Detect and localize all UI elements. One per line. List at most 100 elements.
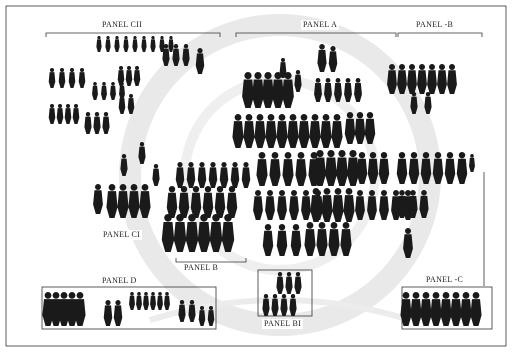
bracket-panel-neg-b (398, 33, 482, 37)
human-figure-silhouette (143, 292, 149, 310)
human-figure-silhouette (105, 36, 110, 52)
human-figure-silhouette (407, 64, 417, 94)
human-figure-silhouette (96, 36, 101, 52)
human-figure-silhouette (325, 150, 337, 186)
human-figure-silhouette (294, 70, 301, 92)
human-figure-silhouette (164, 292, 170, 310)
human-figure-silhouette (445, 152, 455, 184)
human-figure-silhouette (410, 292, 421, 326)
human-figure-silhouette (162, 214, 174, 252)
human-figure-silhouette (59, 68, 66, 88)
human-figure-silhouette (263, 224, 273, 256)
human-figure-silhouette (347, 150, 359, 186)
human-figure-silhouette (424, 92, 431, 114)
human-figure-silhouette (203, 186, 213, 218)
human-figure-silhouette (129, 292, 135, 310)
human-figure-silhouette (460, 292, 471, 326)
human-figure-silhouette (74, 292, 85, 326)
human-figure-silhouette (276, 272, 283, 294)
human-figure-silhouette (427, 64, 437, 94)
human-figure-silhouette (136, 292, 142, 310)
human-figure-silhouette (379, 152, 389, 184)
human-figure-silhouette (114, 300, 123, 326)
human-figure-silhouette (227, 186, 237, 218)
human-figure-silhouette (336, 150, 348, 186)
human-figure-silhouette (447, 64, 457, 94)
human-figure-silhouette (114, 36, 119, 52)
human-figure-silhouette (222, 214, 234, 252)
human-figure-silhouette (324, 78, 332, 102)
label-panel-cii: PANEL CII (100, 20, 144, 30)
human-figure-silhouette (168, 36, 173, 52)
human-figure-silhouette (132, 36, 137, 52)
human-figure-silhouette (420, 292, 431, 326)
human-figure-silhouette (332, 188, 343, 222)
human-figure-silhouette (256, 152, 267, 186)
human-figure-silhouette (340, 222, 351, 256)
human-figure-silhouette (49, 68, 56, 88)
human-figure-silhouette (57, 104, 64, 124)
human-figure-silhouette (329, 46, 338, 72)
human-figure-silhouette (73, 104, 80, 124)
human-figure-silhouette (209, 162, 218, 188)
human-figure-silhouette (331, 114, 342, 148)
human-figure-silhouette (106, 184, 117, 218)
human-figure-silhouette (344, 78, 352, 102)
human-figure-silhouette (167, 186, 177, 218)
human-figure-silhouette (354, 78, 362, 102)
human-figure-silhouette (285, 272, 292, 294)
human-figure-silhouette (210, 214, 222, 252)
human-figure-silhouette (191, 186, 201, 218)
human-figure-silhouette (174, 214, 186, 252)
human-figure-silhouette (49, 104, 56, 124)
human-figure-silhouette (110, 82, 116, 100)
label-panel-a: PANEL A (301, 20, 339, 30)
human-figure-silhouette (355, 190, 365, 220)
human-figure-silhouette (291, 224, 301, 256)
human-figure-silhouette (417, 64, 427, 94)
human-figure-silhouette (92, 82, 98, 100)
human-figure-silhouette (128, 94, 135, 114)
human-figure-silhouette (93, 112, 100, 134)
human-figure-silhouette (84, 112, 91, 134)
bracket-panel-cii (46, 33, 220, 37)
human-figure-silhouette (397, 152, 407, 184)
human-figure-silhouette (150, 36, 155, 52)
human-figure-silhouette (102, 112, 109, 134)
human-figure-silhouette (277, 190, 287, 220)
human-figure-silhouette (242, 72, 254, 108)
label-panel-b: PANEL B (182, 263, 220, 273)
human-figure-silhouette (295, 152, 306, 186)
human-figure-silhouette (357, 152, 367, 184)
human-figure-silhouette (232, 114, 243, 148)
human-figure-silhouette (470, 292, 481, 326)
human-figure-silhouette (437, 64, 447, 94)
human-figure-silhouette (430, 292, 441, 326)
human-figure-silhouette (457, 152, 467, 184)
human-figure-silhouette (294, 272, 301, 294)
label-panel-bi: PANEL BI (262, 319, 303, 329)
human-figure-silhouette (265, 190, 275, 220)
human-figure-silhouette (269, 152, 280, 186)
human-figure-silhouette (157, 292, 163, 310)
human-figure-silhouette (343, 188, 354, 222)
human-figure-silhouette (198, 162, 207, 188)
human-figure-silhouette (79, 68, 86, 88)
human-figure-silhouette (277, 224, 287, 256)
human-figure-silhouette (118, 66, 125, 86)
human-figure-silhouette (301, 190, 311, 220)
human-figure-silhouette (150, 292, 156, 310)
human-figure-silhouette (104, 300, 113, 326)
human-figure-silhouette (242, 162, 251, 188)
human-figure-silhouette (141, 36, 146, 52)
human-figure-silhouette (254, 114, 265, 148)
human-figure-silhouette (397, 190, 406, 218)
human-figure-silhouette (152, 164, 159, 186)
human-figure-silhouette (119, 94, 126, 114)
human-figure-silhouette (469, 154, 475, 172)
human-figure-silhouette (334, 78, 342, 102)
human-figure-silhouette (379, 190, 389, 220)
human-figure-silhouette (304, 222, 315, 256)
